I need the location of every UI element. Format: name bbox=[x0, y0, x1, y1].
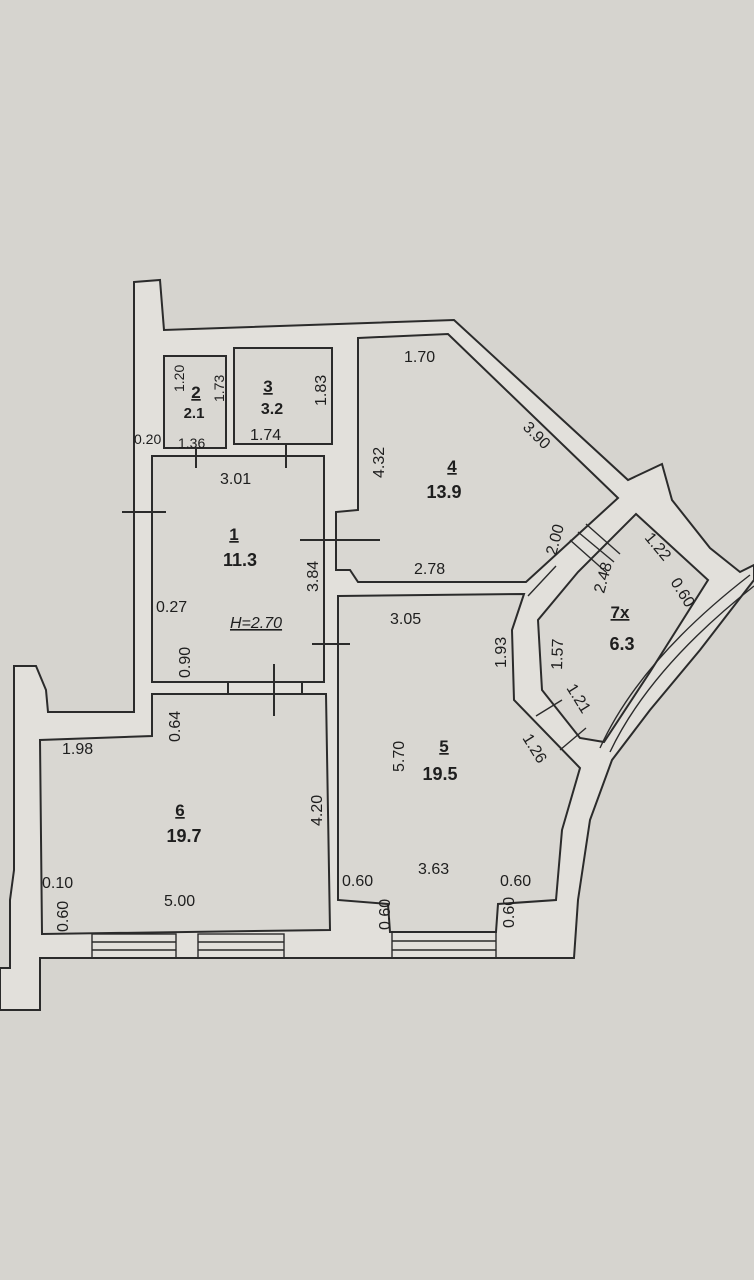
room-4-shape bbox=[335, 332, 620, 583]
openings bbox=[91, 444, 754, 959]
room-1-shape bbox=[151, 455, 325, 683]
dim-r4-left: 4.32 bbox=[371, 447, 388, 478]
dim-r6-width: 5.00 bbox=[164, 893, 195, 910]
room-2-shape bbox=[163, 355, 227, 449]
room-7-shape bbox=[536, 512, 710, 744]
room-7-area: 6.3 bbox=[609, 634, 634, 654]
dim-r5-corner-l: 0.60 bbox=[342, 873, 373, 890]
dim-r5-corner-r: 0.60 bbox=[500, 873, 531, 890]
room-5-area: 19.5 bbox=[422, 764, 457, 784]
dim-r2-gap: 0.20 bbox=[134, 431, 161, 447]
dim-r5-sill-l: 0.60 bbox=[377, 899, 394, 930]
room-5-number: 5 bbox=[439, 737, 448, 756]
room-labels: 2 2.1 3 3.2 1 11.3 4 13.9 5 19.5 6 19.7 … bbox=[166, 377, 634, 846]
dim-r1-left: 0.27 bbox=[156, 599, 187, 616]
dim-r6-top-small: 0.64 bbox=[167, 711, 184, 742]
dim-r6-height: 4.20 bbox=[309, 795, 326, 826]
room-2-number: 2 bbox=[191, 383, 200, 402]
dimension-labels: 1.20 1.73 1.36 0.20 1.83 1.74 3.01 3.84 … bbox=[42, 349, 698, 932]
dim-r6-corner: 0.10 bbox=[42, 875, 73, 892]
dim-r5-top: 3.05 bbox=[390, 611, 421, 628]
rooms bbox=[38, 332, 710, 936]
room-2-area: 2.1 bbox=[184, 405, 205, 422]
dim-r1-height: 3.84 bbox=[305, 561, 322, 592]
dim-r5-bottom: 3.63 bbox=[418, 861, 449, 878]
dim-r3-width: 1.74 bbox=[250, 427, 281, 444]
dim-r5-left: 5.70 bbox=[391, 741, 408, 772]
room-4-number: 4 bbox=[447, 457, 457, 476]
room-3-number: 3 bbox=[263, 377, 272, 396]
room-6-area: 19.7 bbox=[166, 826, 201, 846]
dim-r5-right: 1.93 bbox=[493, 637, 510, 668]
room-3-shape bbox=[233, 347, 333, 445]
room-7-number: 7x bbox=[611, 603, 630, 622]
dim-r6-sill: 0.60 bbox=[55, 901, 72, 932]
dim-r2-side: 1.73 bbox=[211, 375, 227, 402]
dim-r2-height: 1.20 bbox=[171, 365, 187, 392]
room-6-number: 6 bbox=[175, 801, 184, 820]
room-5-shape bbox=[337, 592, 582, 933]
dim-r4-bottom: 2.78 bbox=[414, 561, 445, 578]
dim-r3-height: 1.83 bbox=[313, 375, 330, 406]
dim-r5-sill-r: 0.60 bbox=[501, 897, 518, 928]
room-1-area: 11.3 bbox=[223, 550, 257, 570]
dim-r1-low: 0.90 bbox=[177, 647, 194, 678]
room-4-area: 13.9 bbox=[426, 482, 461, 502]
room-3-area: 3.2 bbox=[261, 401, 283, 418]
room-6-shape bbox=[38, 693, 332, 936]
dim-r1-width: 3.01 bbox=[220, 471, 251, 488]
dim-r7-left: 1.57 bbox=[549, 638, 567, 670]
ceiling-height: H=2.70 bbox=[230, 615, 282, 632]
room-1-number: 1 bbox=[229, 525, 238, 544]
dim-r4-top: 1.70 bbox=[404, 349, 435, 366]
dim-r2-width: 1.36 bbox=[178, 435, 205, 451]
dim-r6-width-top: 1.98 bbox=[62, 741, 93, 758]
